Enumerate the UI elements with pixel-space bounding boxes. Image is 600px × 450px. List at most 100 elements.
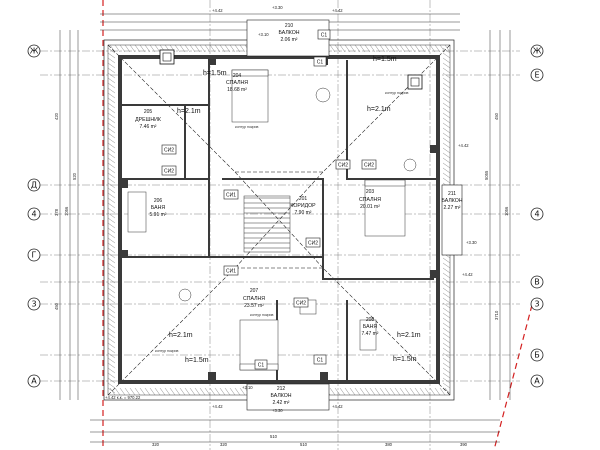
right-dim-2: 5055	[484, 170, 489, 180]
top-elev-left: +4.42	[212, 8, 223, 13]
room-201-number: 201	[299, 196, 308, 202]
room-211-name: БАЛКОН	[441, 198, 462, 204]
right-dim-3: 1056	[504, 206, 509, 216]
elev-330-right: +3.30	[466, 240, 477, 245]
staircase	[243, 195, 291, 253]
room-210: 210 БАЛКОН 2.06 m²	[278, 23, 299, 43]
height-label-tr: h=1.5m	[373, 56, 397, 63]
height-label-br-inner: h=2.1m	[397, 332, 421, 339]
height-label-tl-inner: h=2.1m	[177, 108, 201, 115]
tag-si2-6: СИ2	[296, 301, 306, 307]
room-206-number: 206	[154, 198, 163, 204]
height-label-bl: h=1.5m	[185, 357, 209, 364]
room-212-name: БАЛКОН	[270, 393, 291, 399]
axis-label-left-3: 3	[31, 300, 36, 309]
bottom-dim-3: 320	[220, 442, 228, 447]
room-212-number: 212	[277, 386, 286, 392]
equipment-tags: C1 C1 C1 C1 СИ2 СИ2 СИ2 СИ2 СИ2 СИ2 СИ1 …	[161, 29, 377, 370]
bottom-dim-5: 380	[385, 442, 393, 447]
room-204: 204 СПАЛНЯ 18.68 m²	[226, 73, 248, 93]
axis-label-right-3: 3	[534, 300, 539, 309]
tag-c1-top: C1	[321, 33, 328, 39]
base-elevation-note: +4.42 к.к. = 970.22	[105, 395, 141, 400]
room-204-area: 18.68 m²	[227, 87, 247, 93]
room-211: 211 БАЛКОН 2.27 m²	[441, 191, 462, 211]
axis-label-right-v: В	[534, 278, 540, 287]
left-dim-2: 378	[54, 208, 59, 216]
room-206: 206 БАНЯ 5.91 m²	[150, 198, 167, 218]
bottom-elev-mid: +3.30	[272, 408, 283, 413]
left-dimensions: 420 378 1056 450 520	[54, 30, 79, 400]
room-208-number: 208	[366, 317, 375, 323]
tag-c1-bottom: C1	[258, 363, 265, 369]
roof-note-2: контур покрив	[385, 91, 409, 95]
height-label-tr-inner: h=2.1m	[367, 106, 391, 113]
room-211-number: 211	[448, 191, 456, 197]
height-label-bl-inner: h=2.1m	[169, 332, 193, 339]
roof-contour-notes: контур покрив контур покрив контур покри…	[155, 91, 409, 353]
tag-si1-1: СИ1	[226, 193, 236, 199]
tag-si2-5: СИ2	[308, 241, 318, 247]
left-dim-5: 520	[72, 172, 77, 180]
room-201: 201 КОРИДОР 7.90 m²	[290, 196, 316, 216]
left-dim-4: 450	[54, 302, 59, 310]
chimney-top-left	[159, 49, 175, 65]
room-208-area: 7.47 m²	[362, 331, 379, 337]
bottom-elev-left: +4.42	[212, 404, 223, 409]
elevation-marks: +4.42 +3.30 +4.42 +4.42 +3.30 +4.42 +3.1…	[105, 5, 477, 413]
axis-label-left-zh: Ж	[30, 47, 39, 56]
room-207-area: 23.57 m²	[244, 303, 264, 309]
balcony-211-outline	[441, 184, 463, 256]
tag-si1-2: СИ1	[226, 269, 236, 275]
room-210-name: БАЛКОН	[278, 30, 299, 36]
room-201-name: КОРИДОР	[290, 203, 316, 209]
bottom-dim-4: 510	[300, 442, 308, 447]
room-205: 205 ДРЕШНИК 7.46 m²	[135, 109, 161, 130]
bottom-dim-1: 320	[152, 442, 160, 447]
top-elev-mid: +3.30	[272, 5, 283, 10]
axis-label-right-zh: Ж	[533, 47, 542, 56]
room-203-number: 203	[366, 189, 375, 195]
height-label-br: h=1.5m	[393, 356, 417, 363]
left-dim-3: 1056	[64, 206, 69, 216]
axis-label-right-4: 4	[534, 210, 539, 219]
axis-label-right-a: А	[534, 377, 540, 386]
row-axis-bubbles: Ж Д 4 Г 3 А Ж Е 4 В 3 Б А	[27, 44, 544, 388]
room-203-name: СПАЛНЯ	[359, 197, 381, 203]
axis-label-left-d: Д	[31, 181, 37, 190]
room-210-number: 210	[285, 23, 294, 29]
tag-c1-bottom-2: C1	[317, 358, 324, 364]
tag-si2-1: СИ2	[164, 148, 174, 154]
elev-442-right-bottom: +4.42	[462, 272, 473, 277]
tag-si2-4: СИ2	[364, 163, 374, 169]
elev-442-right-top: +4.42	[458, 143, 469, 148]
balcony-210-outline	[246, 19, 330, 57]
room-205-area: 7.46 m²	[140, 124, 157, 130]
bottom-elev-right: +4.42	[332, 404, 343, 409]
room-203-area: 20.01 m²	[360, 204, 380, 210]
room-211-area: 2.27 m²	[444, 205, 461, 211]
balcony-212-outline	[246, 383, 330, 411]
bottom-dimensions: 320 510 320 510 380 390	[90, 419, 500, 447]
axis-label-right-b: Б	[534, 351, 540, 360]
axis-label-right-e: Е	[534, 71, 539, 80]
right-dimensions: 450 5055 1056 3710	[484, 30, 511, 400]
height-label-tl: h=1.5m	[203, 70, 227, 77]
elev-310-top: +3.10	[258, 32, 269, 37]
room-212: 212 БАЛКОН 2.42 m²	[270, 386, 291, 406]
room-210-area: 2.06 m²	[281, 37, 298, 43]
right-dim-4: 3710	[494, 310, 499, 320]
room-206-area: 5.91 m²	[150, 212, 167, 218]
room-207: 207 СПАЛНЯ 23.57 m²	[243, 288, 265, 309]
axis-label-left-a: А	[31, 377, 37, 386]
right-dim-1: 450	[494, 112, 499, 120]
roof-note-1: контур покрив	[235, 125, 259, 129]
tag-si2-3: СИ2	[338, 163, 348, 169]
axis-label-left-4: 4	[31, 210, 36, 219]
roof-note-3: контур покрив	[250, 313, 274, 317]
room-203: 203 СПАЛНЯ 20.01 m²	[359, 189, 381, 210]
room-204-name: СПАЛНЯ	[226, 80, 248, 86]
bottom-dim-6: 390	[460, 442, 468, 447]
room-208: 208 БАНЯ 7.47 m²	[362, 317, 379, 337]
